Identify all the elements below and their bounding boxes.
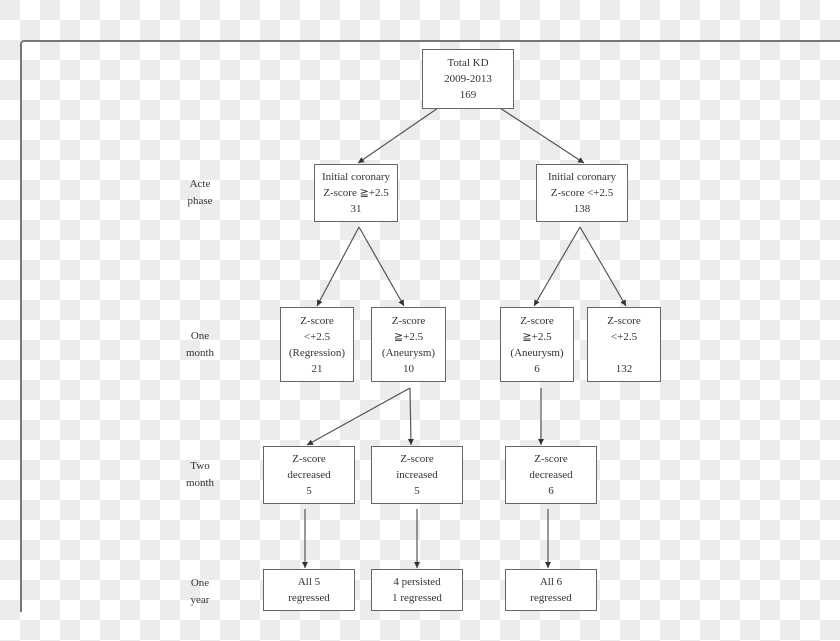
node-text: 138 bbox=[573, 203, 591, 215]
phase-line: One bbox=[190, 577, 210, 589]
node-text: (Aneurysm) bbox=[510, 346, 564, 359]
node-year1-all5: All 5 regressed bbox=[263, 569, 355, 611]
node-text: Z-score bbox=[300, 314, 334, 327]
node-text: ≧+2.5 bbox=[522, 330, 552, 343]
node-text: 31 bbox=[350, 203, 362, 215]
node-text: regressed bbox=[288, 592, 330, 604]
phase-line: Two bbox=[190, 460, 210, 472]
node-month2-increased-5: Z-score increased 5 bbox=[371, 446, 463, 504]
node-text: 4 persisted bbox=[393, 576, 441, 588]
node-year1-mixed: 4 persisted 1 regressed bbox=[371, 569, 463, 611]
node-text: 5 bbox=[306, 485, 312, 497]
arrow-low-to-low bbox=[579, 226, 627, 307]
node-month1-low: Z-score <+2.5 132 bbox=[587, 307, 661, 382]
node-text: Z-score bbox=[534, 453, 568, 465]
node-text: increased bbox=[396, 469, 438, 481]
node-month2-decreased-5: Z-score decreased 5 bbox=[263, 446, 355, 504]
node-month2-decreased-6: Z-score decreased 6 bbox=[505, 446, 597, 504]
phase-label-one-month: One month bbox=[170, 328, 230, 362]
node-text: Z-score <+2.5 bbox=[550, 187, 614, 199]
node-text: regressed bbox=[530, 592, 572, 604]
phase-line: month bbox=[185, 347, 215, 359]
node-year1-all6: All 6 regressed bbox=[505, 569, 597, 611]
node-month1-aneurysm-10: Z-score ≧+2.5 (Aneurysm) 10 bbox=[371, 307, 446, 382]
node-text: ≧+2.5 bbox=[393, 330, 424, 343]
node-month1-regression: Z-score <+2.5 (Regression) 21 bbox=[280, 307, 354, 382]
node-text: decreased bbox=[287, 469, 331, 481]
node-text: Total KD bbox=[447, 57, 489, 69]
node-text: 10 bbox=[403, 362, 414, 375]
arrow-total-to-initial-low bbox=[499, 107, 585, 164]
phase-line: month bbox=[185, 477, 215, 489]
node-text: 2009-2013 bbox=[444, 73, 492, 85]
node-text: decreased bbox=[529, 469, 573, 481]
node-total-kd: Total KD 2009-2013 169 bbox=[422, 49, 514, 109]
node-text: All 5 bbox=[297, 576, 321, 588]
node-month1-aneurysm-6: Z-score ≧+2.5 (Aneurysm) 6 bbox=[500, 307, 574, 382]
node-text: Z-score bbox=[607, 314, 641, 327]
node-text: Z-score bbox=[292, 453, 326, 465]
node-text: Initial coronary bbox=[321, 171, 391, 183]
node-text: 1 regressed bbox=[392, 592, 442, 604]
arrow-high-to-aneurysm bbox=[358, 226, 405, 307]
phase-label-one-year: One year bbox=[170, 575, 230, 609]
phase-label-acute: Acte phase bbox=[170, 176, 230, 210]
node-text: <+2.5 bbox=[303, 330, 331, 343]
node-text: (Regression) bbox=[288, 346, 346, 359]
node-text: 169 bbox=[459, 89, 477, 101]
node-text: 6 bbox=[548, 485, 554, 497]
phase-line: Acte bbox=[189, 178, 211, 190]
node-text: (Aneurysm) bbox=[381, 346, 436, 359]
figure-frame bbox=[20, 40, 840, 612]
node-text: Z-score ≧+2.5 bbox=[323, 187, 389, 199]
node-text: Initial coronary bbox=[547, 171, 617, 183]
node-text: 5 bbox=[414, 485, 420, 497]
node-text: 21 bbox=[311, 362, 323, 375]
arrow-low-to-aneurysm bbox=[533, 226, 581, 307]
node-text: All 6 bbox=[539, 576, 563, 588]
phase-line: One bbox=[190, 330, 210, 342]
node-text: Z-score bbox=[520, 314, 554, 327]
node-text: Z-score bbox=[391, 314, 426, 327]
node-text: 6 bbox=[534, 362, 540, 375]
node-initial-low: Initial coronary Z-score <+2.5 138 bbox=[536, 164, 628, 222]
arrow-high-to-regression bbox=[316, 226, 360, 307]
phase-label-two-month: Two month bbox=[170, 458, 230, 492]
arrow-aneurysm-to-decreased bbox=[306, 387, 411, 446]
phase-line: year bbox=[190, 594, 210, 606]
arrow-total-to-initial-high bbox=[357, 107, 439, 164]
phase-line: phase bbox=[187, 195, 213, 207]
node-initial-high: Initial coronary Z-score ≧+2.5 31 bbox=[314, 164, 398, 222]
node-text: 132 bbox=[615, 362, 633, 375]
node-text: Z-score bbox=[400, 453, 434, 465]
arrow-aneurysm-to-increased bbox=[407, 387, 414, 446]
node-text: <+2.5 bbox=[610, 330, 638, 343]
